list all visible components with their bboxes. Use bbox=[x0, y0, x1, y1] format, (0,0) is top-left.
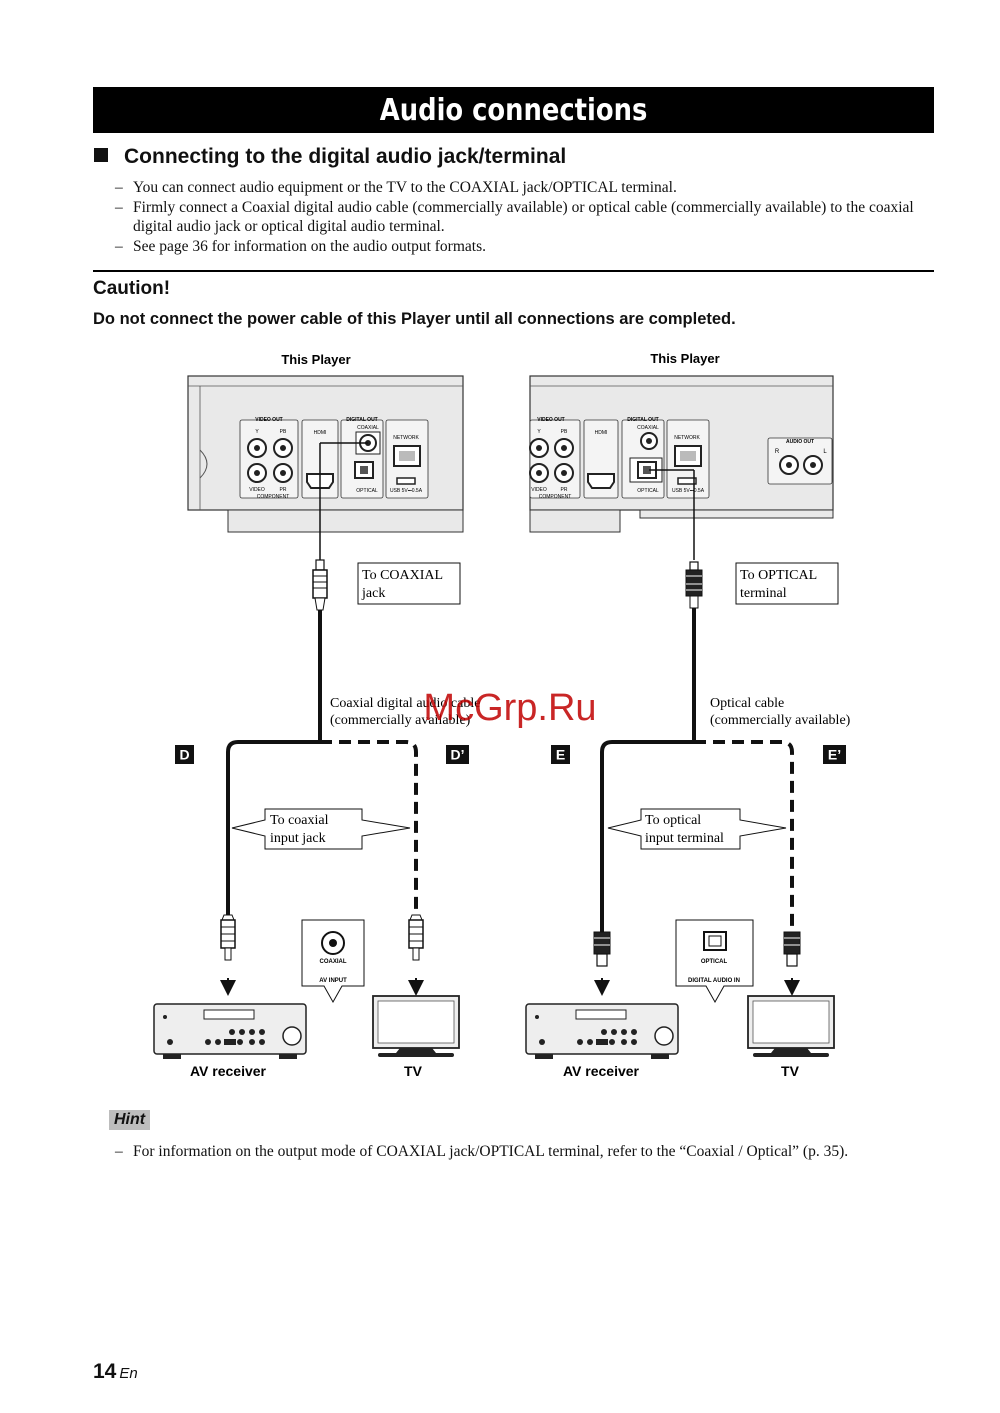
coaxial-plug-icon bbox=[220, 914, 236, 961]
caution-text: Do not connect the power cable of this P… bbox=[93, 310, 736, 328]
right-player-label: This Player bbox=[650, 351, 719, 366]
connection-diagram: This Player VIDEO OUT Y PB VIDEO PR COMP… bbox=[153, 351, 851, 1079]
tv-icon bbox=[747, 995, 835, 1057]
network-label: NETWORK bbox=[393, 435, 419, 441]
y-label: Y bbox=[537, 429, 541, 435]
coaxial-plug-icon bbox=[312, 559, 328, 611]
watermark: McGrp.Ru bbox=[423, 687, 596, 729]
video-out-label: VIDEO OUT bbox=[537, 417, 565, 423]
optical-cable-label-line2: (commercially available) bbox=[710, 713, 851, 728]
digital-audio-in-callout bbox=[675, 919, 754, 1004]
callout-optical-terminal-line1: To OPTICAL bbox=[740, 568, 817, 583]
hdmi-label: HDMI bbox=[595, 430, 608, 436]
marker-e-prime-label: E’ bbox=[828, 747, 841, 763]
marker-e bbox=[551, 745, 570, 764]
coaxial-plug-icon bbox=[408, 914, 424, 961]
coaxial-cable-label-line1: Coaxial digital audio cable bbox=[330, 696, 480, 711]
callout-coaxial-input-line1: To coaxial bbox=[270, 813, 329, 828]
notes-list: You can connect audio equipment or the T… bbox=[115, 178, 945, 256]
left-player-label: This Player bbox=[281, 352, 350, 367]
note-item: Firmly connect a Coaxial digital audio c… bbox=[115, 198, 945, 237]
section-heading-text: Connecting to the digital audio jack/ter… bbox=[124, 145, 567, 168]
component-label: COMPONENT bbox=[539, 494, 572, 500]
usb-label: USB 5V⎓0.5A bbox=[672, 488, 705, 494]
device-tv-right: TV bbox=[781, 1063, 800, 1079]
divider bbox=[93, 270, 934, 272]
marker-d bbox=[175, 745, 194, 764]
left-player-back-panel: VIDEO OUT Y PB VIDEO PR COMPONENT HDMI D… bbox=[187, 375, 464, 533]
page-number-value: 14 bbox=[93, 1360, 117, 1383]
av-receiver-icon bbox=[525, 1003, 679, 1059]
pb-label: PB bbox=[280, 429, 287, 435]
device-av-receiver-left: AV receiver bbox=[190, 1063, 267, 1079]
pb-label: PB bbox=[561, 429, 568, 435]
callout-coaxial-input-line2: input jack bbox=[270, 831, 326, 846]
marker-d-prime-label: D’ bbox=[451, 747, 465, 763]
jack-coaxial-label: COAXIAL bbox=[320, 959, 347, 965]
optical-plug-icon bbox=[685, 561, 703, 609]
right-player-back-panel: VIDEO OUT Y PB VIDEO PR COMPONENT HDMI D… bbox=[529, 375, 834, 533]
note-item: You can connect audio equipment or the T… bbox=[115, 178, 945, 198]
tv-icon bbox=[372, 995, 460, 1057]
component-label: COMPONENT bbox=[257, 494, 290, 500]
device-tv-left: TV bbox=[404, 1063, 423, 1079]
page-lang: En bbox=[119, 1365, 138, 1382]
digital-out-label: DIGITAL OUT bbox=[346, 417, 377, 423]
page-title-bar: Audio connections bbox=[93, 87, 934, 133]
av-input-jack-callout bbox=[301, 919, 365, 1004]
jack-optical-label: OPTICAL bbox=[701, 959, 728, 965]
marker-d-label: D bbox=[179, 747, 189, 763]
optical-label: OPTICAL bbox=[356, 488, 378, 494]
video-label: VIDEO bbox=[249, 487, 265, 493]
hdmi-label: HDMI bbox=[314, 430, 327, 436]
caution-title: Caution! bbox=[93, 278, 171, 299]
optical-cable-label-line1: Optical cable bbox=[710, 696, 784, 711]
coaxial-label: COAXIAL bbox=[637, 425, 659, 431]
callout-coaxial-jack-line1: To COAXIAL bbox=[362, 568, 443, 583]
device-av-receiver-right: AV receiver bbox=[563, 1063, 640, 1079]
coaxial-cable-label-line2: (commercially available) bbox=[330, 713, 471, 728]
hint-label: Hint bbox=[109, 1110, 151, 1130]
av-receiver-icon bbox=[153, 1003, 307, 1059]
marker-e-prime bbox=[823, 745, 846, 764]
av-input-label: AV INPUT bbox=[319, 978, 347, 984]
callout-optical-input bbox=[607, 808, 787, 850]
marker-d-prime bbox=[446, 745, 469, 764]
callout-coaxial-jack-line2: jack bbox=[361, 586, 385, 601]
digital-out-label: DIGITAL OUT bbox=[627, 417, 658, 423]
r-label: R bbox=[775, 449, 780, 455]
usb-label: USB 5V⎓0.5A bbox=[390, 488, 423, 494]
section-heading: Connecting to the digital audio jack/ter… bbox=[94, 145, 566, 169]
y-label: Y bbox=[255, 429, 259, 435]
optical-label: OPTICAL bbox=[637, 488, 659, 494]
l-label: L bbox=[823, 449, 827, 455]
video-out-label: VIDEO OUT bbox=[255, 417, 283, 423]
video-label: VIDEO bbox=[531, 487, 547, 493]
audio-out-label: AUDIO OUT bbox=[786, 439, 814, 445]
callout-optical-terminal-line2: terminal bbox=[740, 586, 787, 601]
optical-plug-icon bbox=[593, 931, 611, 967]
network-label: NETWORK bbox=[674, 435, 700, 441]
coaxial-label: COAXIAL bbox=[357, 425, 379, 431]
optical-plug-icon bbox=[783, 931, 801, 967]
digital-audio-in-label: DIGITAL AUDIO IN bbox=[688, 978, 740, 984]
marker-e-label: E bbox=[556, 747, 565, 763]
hint-text: For information on the output mode of CO… bbox=[115, 1143, 848, 1161]
callout-optical-input-line1: To optical bbox=[645, 813, 701, 828]
callout-optical-input-line2: input terminal bbox=[645, 831, 724, 846]
pr-label: PR bbox=[561, 487, 568, 493]
callout-coaxial-input bbox=[231, 808, 411, 850]
note-item: See page 36 for information on the audio… bbox=[115, 237, 945, 257]
page-title: Audio connections bbox=[379, 92, 648, 128]
pr-label: PR bbox=[280, 487, 287, 493]
square-bullet-icon bbox=[94, 148, 108, 162]
